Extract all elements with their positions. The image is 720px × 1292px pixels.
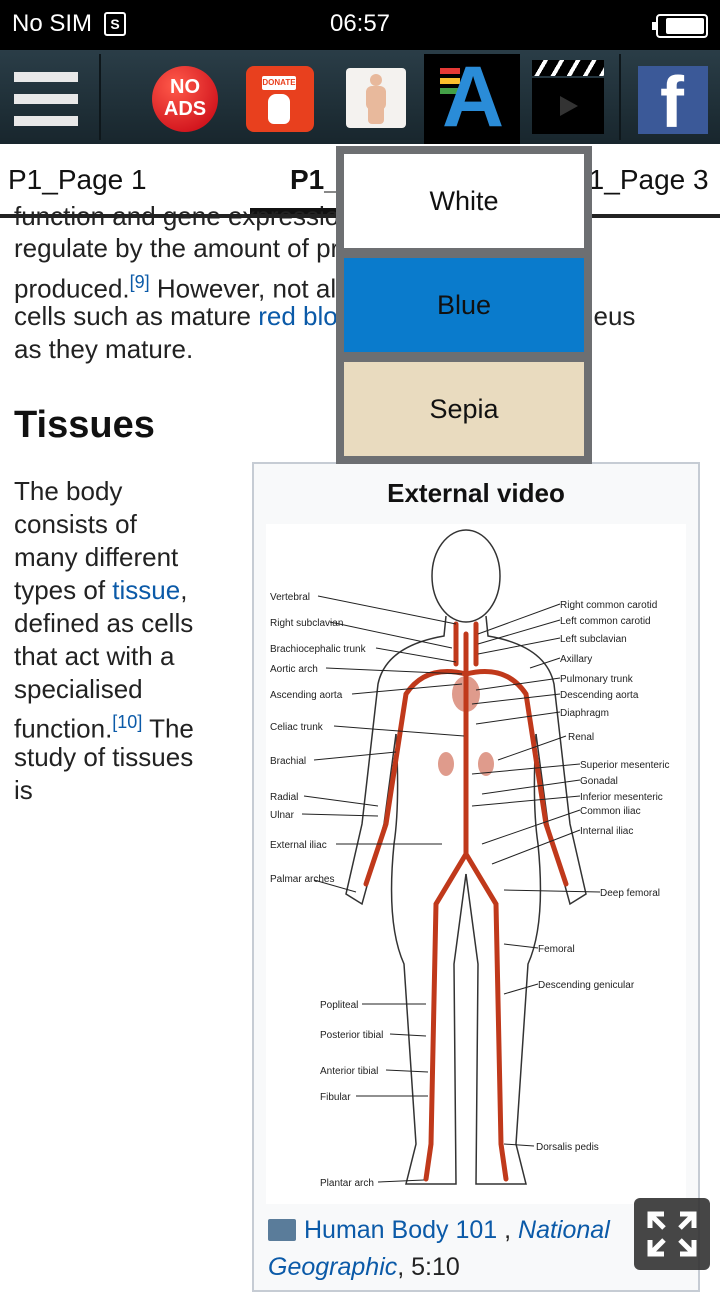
label-right: Pulmonary trunk bbox=[560, 674, 634, 685]
label-right: Diaphragm bbox=[560, 708, 609, 719]
video-caption: Human Body 101 , National Geographic, 5:… bbox=[268, 1216, 610, 1281]
label-right: Femoral bbox=[538, 944, 575, 955]
text-line: defined as cells bbox=[14, 608, 194, 638]
hamburger-menu-icon[interactable] bbox=[14, 72, 78, 126]
text-line: function.[10] The bbox=[14, 712, 194, 744]
label-left: Palmar arches bbox=[270, 874, 334, 885]
label-right: Axillary bbox=[560, 654, 592, 665]
label-left: Posterior tibial bbox=[320, 1030, 383, 1041]
label-left: Celiac trunk bbox=[270, 722, 324, 733]
text-line: The body bbox=[14, 476, 123, 506]
label-right: Gonadal bbox=[580, 776, 618, 787]
toolbar-divider bbox=[619, 54, 621, 140]
label-right: Internal iliac bbox=[580, 826, 633, 837]
label-left: Right subclavian bbox=[270, 618, 343, 629]
human-body-icon[interactable] bbox=[346, 68, 406, 128]
active-tab-indicator bbox=[250, 208, 350, 214]
carrier-label: No SIM bbox=[12, 10, 93, 37]
battery-icon bbox=[652, 14, 708, 38]
citation-link[interactable]: [10] bbox=[112, 712, 143, 732]
external-video-title: External video bbox=[387, 478, 565, 508]
text-line: types of tissue, bbox=[14, 575, 188, 605]
label-left: Plantar arch bbox=[320, 1178, 374, 1189]
citation-link[interactable]: [9] bbox=[129, 272, 150, 292]
text-line: many different bbox=[14, 542, 179, 572]
clapperboard-icon bbox=[532, 60, 604, 76]
hand-icon bbox=[268, 94, 290, 124]
text-line: as they mature. bbox=[14, 334, 194, 364]
label-left: Aortic arch bbox=[270, 664, 318, 675]
body-illustration: Vertebral Right subclavian Brachiocephal… bbox=[270, 529, 669, 1189]
circulatory-system-diagram: Vertebral Right subclavian Brachiocephal… bbox=[266, 524, 686, 1204]
label-right: Renal bbox=[568, 732, 594, 743]
no-ads-label: ADS bbox=[163, 98, 207, 120]
fullscreen-expand-icon[interactable] bbox=[634, 1198, 710, 1270]
font-theme-button[interactable]: A bbox=[424, 49, 520, 145]
label-left: Ascending aorta bbox=[270, 690, 343, 701]
label-right: Common iliac bbox=[580, 806, 641, 817]
label-right: Inferior mesenteric bbox=[580, 792, 663, 803]
label-right: Deep femoral bbox=[600, 888, 660, 899]
text-line: is bbox=[14, 775, 33, 805]
external-video-box: External video bbox=[252, 462, 700, 1292]
sim-icon: S bbox=[104, 12, 126, 36]
font-icon: A bbox=[442, 49, 505, 145]
clock: 06:57 bbox=[329, 10, 391, 37]
label-right: Left common carotid bbox=[560, 616, 651, 627]
toolbar-divider bbox=[99, 54, 101, 140]
tab-page-3[interactable]: P1_Page 3 bbox=[570, 164, 709, 195]
text-line: specialised bbox=[14, 674, 143, 704]
label-left: Fibular bbox=[320, 1092, 351, 1103]
video-camera-icon bbox=[268, 1219, 296, 1241]
label-left: Popliteal bbox=[320, 1000, 358, 1011]
text-line: that act with a bbox=[14, 641, 175, 671]
label-left: Brachial bbox=[270, 756, 306, 767]
facebook-icon: f bbox=[660, 66, 684, 134]
text-line: study of tissues bbox=[14, 742, 194, 772]
label-right: Descending genicular bbox=[538, 980, 635, 991]
no-ads-label: NO bbox=[170, 76, 200, 98]
human-body-101-link[interactable]: Human Body 101 bbox=[304, 1216, 498, 1244]
article-content: function and gene expression, and regula… bbox=[0, 201, 720, 1292]
label-left: Ulnar bbox=[270, 810, 295, 821]
facebook-button[interactable]: f bbox=[638, 66, 708, 134]
label-right: Dorsalis pedis bbox=[536, 1142, 599, 1153]
text-line: consists of bbox=[14, 509, 137, 539]
tissue-link[interactable]: tissue bbox=[112, 575, 181, 605]
text-line: produced.[9] However, not all bbox=[14, 272, 342, 304]
theme-option-white[interactable]: White bbox=[344, 154, 584, 248]
status-bar: No SIM S 06:57 bbox=[0, 0, 720, 50]
theme-dropdown-menu: White Blue Sepia bbox=[336, 146, 592, 464]
play-icon bbox=[560, 96, 578, 116]
national-geographic-link[interactable]: National Geographic bbox=[268, 1216, 610, 1281]
tab-page-1[interactable]: P1_Page 1 bbox=[8, 164, 147, 195]
label-left: Radial bbox=[270, 792, 298, 803]
label-left: Vertebral bbox=[270, 592, 310, 603]
section-heading: Tissues bbox=[14, 404, 155, 446]
label-left: External iliac bbox=[270, 840, 327, 851]
label-right: Descending aorta bbox=[560, 690, 639, 701]
donate-label: DONATE bbox=[262, 76, 296, 90]
label-left: Brachiocephalic trunk bbox=[270, 644, 367, 655]
donate-button[interactable]: DONATE bbox=[246, 66, 314, 132]
label-left: Anterior tibial bbox=[320, 1066, 378, 1077]
label-right: Superior mesenteric bbox=[580, 760, 669, 771]
video-button[interactable] bbox=[532, 60, 604, 134]
label-right: Left subclavian bbox=[560, 634, 627, 645]
label-right: Right common carotid bbox=[560, 600, 657, 611]
theme-option-blue[interactable]: Blue bbox=[344, 258, 584, 352]
theme-option-sepia[interactable]: Sepia bbox=[344, 362, 584, 456]
no-ads-button[interactable]: NO ADS bbox=[152, 66, 218, 132]
